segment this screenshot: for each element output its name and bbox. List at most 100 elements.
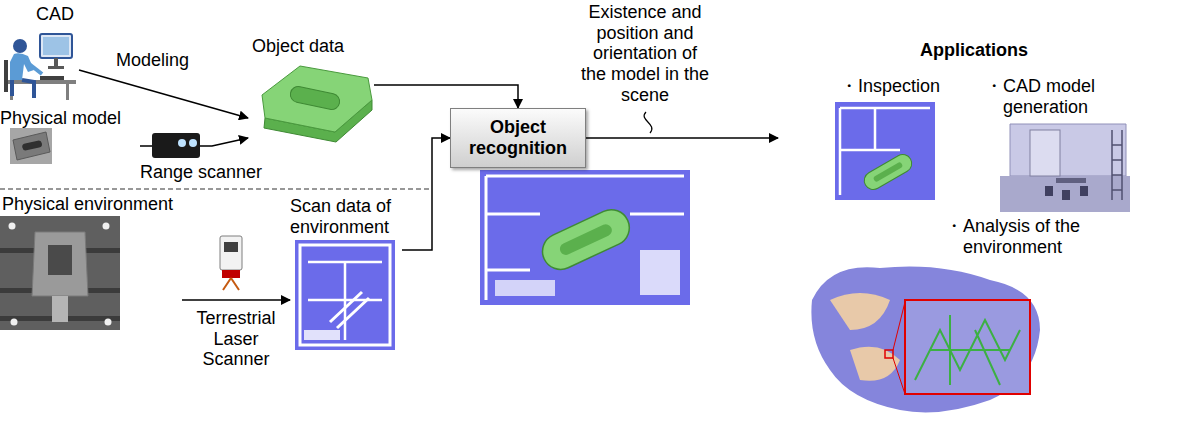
analysis-focus — [885, 350, 893, 358]
label-slot: Terrestrial Laser Scanner — [188, 308, 284, 370]
scan-edge — [300, 245, 390, 345]
connector-arrow — [374, 85, 518, 108]
node-label: Physical model — [0, 108, 121, 129]
room-chair — [1045, 186, 1053, 196]
inspection-object-body — [861, 151, 915, 193]
cad-operator-icon — [4, 34, 76, 100]
node-label: Applications — [920, 40, 1028, 61]
environment-photo — [0, 216, 120, 330]
node-label: Scan data of environment — [290, 196, 402, 237]
text-slot: Object data — [252, 36, 344, 57]
circle-shape — [779, 3, 1180, 429]
model-block — [13, 132, 50, 160]
text-slot: ・Inspection — [840, 76, 940, 97]
node-label: Object recognition — [463, 117, 573, 158]
person-legs — [12, 80, 34, 98]
object-slot — [289, 85, 341, 111]
edge-label: Range scanner — [140, 162, 262, 183]
physical-model: Physical model — [0, 108, 140, 166]
inspection-image — [835, 102, 935, 200]
analysis-detections — [915, 315, 1020, 385]
result-object-body — [537, 204, 636, 276]
light-spot — [103, 223, 110, 230]
inspection-lines — [840, 108, 930, 195]
object-model-render — [262, 66, 372, 142]
monitor-stand — [54, 58, 58, 66]
photo-ground — [0, 216, 120, 330]
label-slot: Range scanner — [140, 162, 262, 183]
tls-tripod — [223, 278, 239, 290]
light-spot — [9, 223, 16, 230]
tls-body — [220, 236, 242, 270]
node-label: ・Inspection — [840, 76, 940, 97]
room-ladder — [1112, 130, 1122, 200]
text-slot: ・CAD model generation — [985, 76, 1153, 118]
monitor-screen — [43, 37, 69, 55]
analysis-patch — [850, 347, 900, 381]
scanner-lens — [189, 139, 197, 147]
room-table — [1056, 178, 1086, 183]
text-slot: Physical environment — [2, 194, 173, 215]
analysis-inset — [905, 300, 1030, 394]
room-wall — [1010, 124, 1126, 176]
result-lines — [486, 176, 684, 300]
object-top — [262, 66, 372, 132]
node-label: Physical environment — [2, 194, 173, 215]
room-partition — [1030, 130, 1060, 176]
edge-label: Existence and position and orientation o… — [578, 2, 712, 105]
scan-data-image — [295, 240, 395, 350]
text-slot: CAD — [36, 4, 74, 25]
leader-line — [644, 112, 652, 133]
model-slot — [22, 140, 43, 151]
vice-block — [32, 232, 88, 296]
text-slot: Physical model — [0, 108, 121, 129]
inspection-ground — [835, 102, 935, 200]
light-spot — [11, 319, 18, 326]
scanner-lens — [178, 139, 186, 147]
tls-window — [224, 242, 238, 252]
applications-circle: Applications ・Inspection ・CAD model genera… — [778, 2, 1180, 430]
cad-model-image — [1000, 124, 1130, 212]
scan-data: Scan data of environment — [290, 196, 402, 350]
monitor — [40, 34, 72, 58]
connector-arrow — [402, 138, 450, 250]
cad-operator: CAD — [0, 4, 79, 102]
text-slot: ・Analysis of the environment — [945, 216, 1133, 258]
node-label: Object data — [252, 36, 344, 57]
scan-patch — [304, 330, 340, 340]
scan-lines — [308, 262, 382, 340]
object-data: Object data — [248, 36, 374, 144]
result-patch — [495, 280, 555, 296]
light-spot — [105, 319, 112, 326]
connector-arrow — [182, 299, 290, 301]
node-label: ・CAD model generation — [985, 76, 1153, 117]
edge-label: Modeling — [116, 50, 189, 71]
physical-environment: Physical environment — [0, 194, 182, 332]
process-box: Object recognition — [450, 108, 586, 168]
separator-dashed — [0, 188, 430, 189]
desk-leg — [66, 84, 69, 100]
result-object — [537, 204, 636, 276]
label-slot: Modeling — [116, 50, 189, 71]
connector-arrow — [586, 137, 778, 139]
node-label: ・Analysis of the environment — [945, 216, 1133, 257]
label-slot: Existence and position and orientation o… — [578, 2, 712, 106]
monitor-base — [48, 66, 64, 69]
room-chair — [1062, 190, 1070, 200]
vice-screw — [52, 296, 68, 322]
person-head — [13, 39, 27, 53]
text-slot: Scan data of environment — [290, 196, 402, 238]
vice-slot — [48, 245, 72, 275]
node-label: CAD — [36, 4, 74, 25]
result-patch — [640, 250, 680, 295]
scan-slot — [330, 292, 369, 328]
range-scanner-icon — [152, 133, 200, 158]
laser-scanner-icon — [220, 236, 242, 290]
photo-ground — [10, 128, 52, 164]
result-ground — [480, 170, 690, 305]
analysis-cloud — [811, 267, 1040, 413]
inspection-object-slot — [873, 161, 904, 182]
edge-label: Terrestrial Laser Scanner — [188, 308, 284, 370]
result-object-slot — [558, 222, 614, 257]
inspection-object — [861, 151, 915, 193]
